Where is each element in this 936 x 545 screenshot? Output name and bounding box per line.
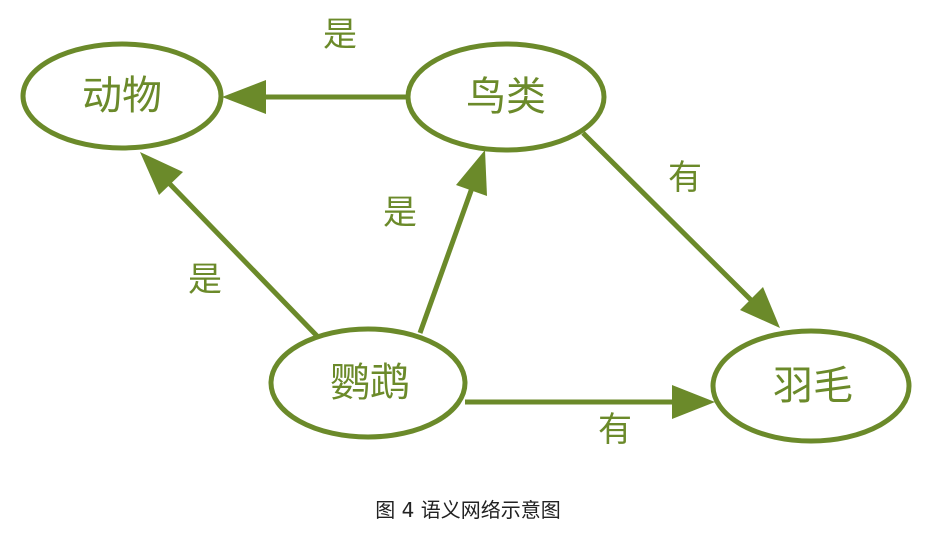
edge-label-bird-feather: 有 <box>668 158 702 198</box>
arrowhead-bird <box>456 150 487 196</box>
arrowhead-feather <box>740 287 780 328</box>
node-bird-label: 鸟类 <box>466 74 546 120</box>
node-parrot-label: 鹦鹉 <box>330 360 410 406</box>
edge-bird-feather <box>581 131 754 303</box>
node-animal-label: 动物 <box>82 73 162 119</box>
node-bird <box>405 41 607 153</box>
node-animal <box>20 41 224 151</box>
node-feather <box>710 328 912 444</box>
arrowhead-animal-2 <box>140 152 183 195</box>
edge-label-parrot-animal: 是 <box>188 260 222 300</box>
edge-label-bird-animal: 是 <box>323 15 357 55</box>
node-feather-label: 羽毛 <box>773 363 853 409</box>
edge-parrot-animal <box>164 178 320 339</box>
figure-caption: 图 4 语义网络示意图 <box>375 498 561 522</box>
edge-label-parrot-feather: 有 <box>598 410 632 450</box>
node-parrot <box>268 326 468 440</box>
arrowhead-feather-2 <box>672 385 715 419</box>
edge-parrot-bird <box>417 187 475 334</box>
arrowhead-animal <box>222 80 266 114</box>
edge-label-parrot-bird: 是 <box>383 193 417 233</box>
